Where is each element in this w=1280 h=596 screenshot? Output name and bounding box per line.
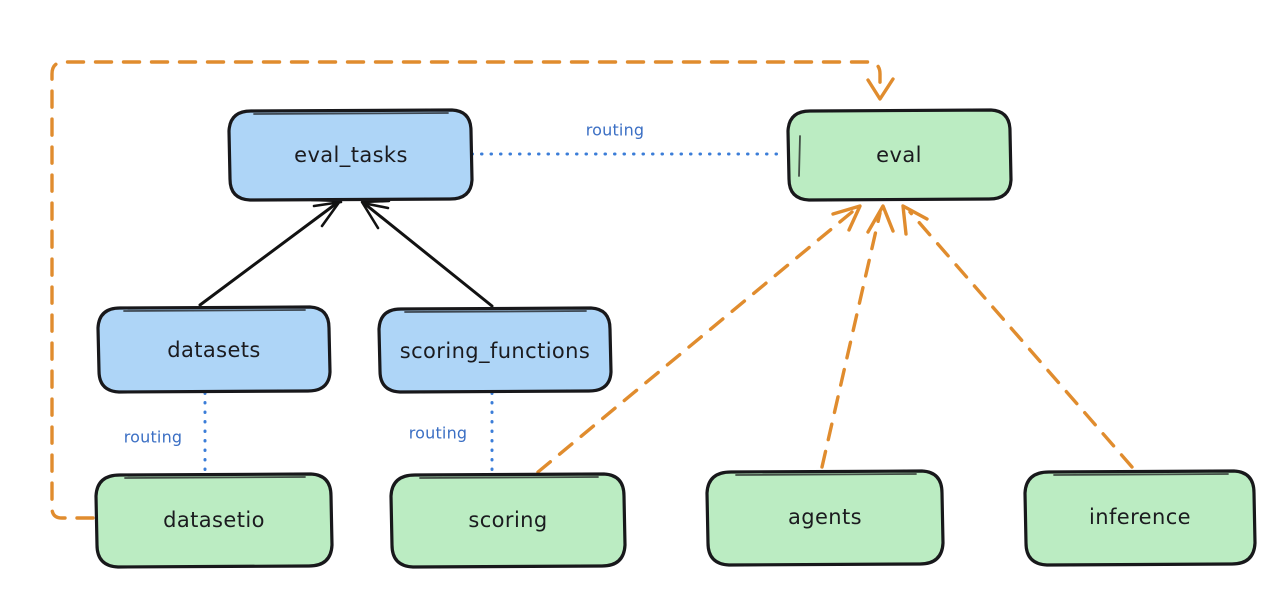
node-eval[interactable]: eval xyxy=(786,108,1013,202)
node-label-datasetio: datasetio xyxy=(163,508,265,532)
node-datasets[interactable]: datasets xyxy=(96,305,332,394)
edge-label-routing-datasets: routing xyxy=(124,428,183,447)
node-scoring[interactable]: scoring xyxy=(389,472,627,569)
node-label-scoring: scoring xyxy=(468,508,547,532)
node-inference[interactable]: inference xyxy=(1023,469,1257,567)
node-label-agents: agents xyxy=(788,505,862,529)
edge-scoring-to-eval xyxy=(536,204,862,474)
edge-label-routing-eval-tasks: routing xyxy=(586,121,645,140)
edge-datasetio-to-eval xyxy=(50,60,895,520)
node-label-scoring-functions: scoring_functions xyxy=(400,339,590,364)
edge-datasets-to-eval-tasks xyxy=(198,198,343,307)
edge-scoring-functions-to-eval-tasks xyxy=(360,199,494,308)
edge-label-routing-scoring-functions: routing xyxy=(409,424,468,443)
node-datasetio[interactable]: datasetio xyxy=(94,472,334,569)
edge-agents-to-eval xyxy=(820,204,895,469)
node-label-inference: inference xyxy=(1089,505,1191,529)
node-label-eval: eval xyxy=(876,143,922,167)
node-label-eval-tasks: eval_tasks xyxy=(294,143,408,168)
node-label-datasets: datasets xyxy=(167,338,261,362)
node-eval-tasks[interactable]: eval_tasks xyxy=(227,108,474,202)
edge-inference-to-eval xyxy=(901,204,1134,469)
node-scoring-functions[interactable]: scoring_functions xyxy=(377,306,613,394)
node-agents[interactable]: agents xyxy=(705,469,945,567)
